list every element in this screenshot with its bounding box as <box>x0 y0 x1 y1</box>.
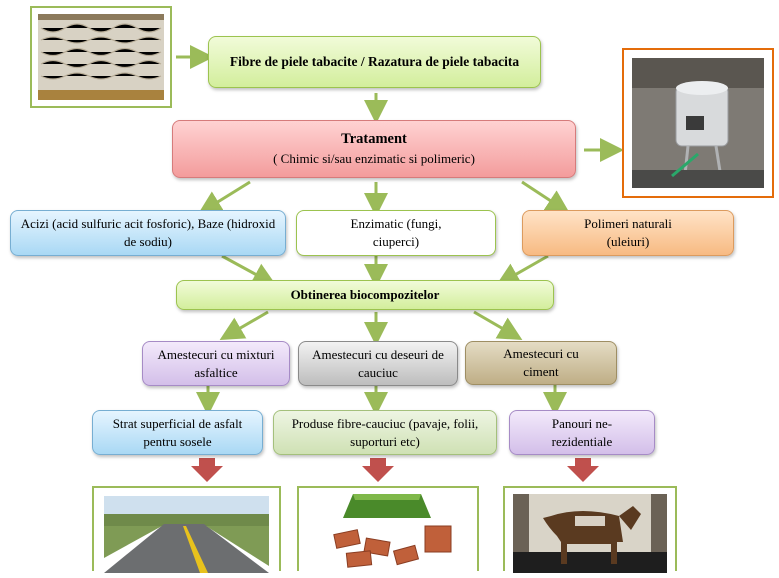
method-acids-bases: Acizi (acid sulfuric acit fosforic), Baz… <box>10 210 286 256</box>
arrow-treatment-to-acids <box>197 180 251 215</box>
arrow-acids-to-bio <box>221 254 277 286</box>
photo-road <box>92 486 281 573</box>
mixture-rubber-text: Amestecuri cu deseuri de cauciuc <box>312 346 444 380</box>
photo-rubber-pavers <box>297 486 479 573</box>
arrow-bio-to-asphalt <box>219 310 269 341</box>
mixture-asphalt: Amestecuri cu mixturi asfaltice <box>142 341 290 386</box>
method-natural-polymers: Polimeri naturali (uleiuri) <box>522 210 734 256</box>
road-image <box>104 496 269 573</box>
photo-treatment-equipment <box>622 48 774 198</box>
red-arrow-rubber <box>362 458 394 482</box>
arrow-polymers-to-bio <box>495 254 549 286</box>
product-asphalt-layer: Strat superficial de asfalt pentru sosel… <box>92 410 263 455</box>
source-title: Fibre de piele tabacite / Razatura de pi… <box>229 53 520 69</box>
leather-fibres-image <box>38 14 164 100</box>
treatment-subtitle: ( Chimic si/sau enzimatic si polimeric) <box>273 151 475 166</box>
arrow-bio-to-cement <box>473 310 523 341</box>
product-asphalt-layer-text: Strat superficial de asfalt pentru sosel… <box>112 415 243 449</box>
photo-leather-fibres <box>30 6 172 108</box>
arrow-treatment-to-polymers <box>521 180 571 214</box>
method-enzymatic: Enzimatic (fungi, ciuperci) <box>296 210 496 256</box>
method-enzymatic-text: Enzimatic (fungi, ciuperci) <box>350 216 442 249</box>
horse-stable-image <box>513 494 667 573</box>
equipment-image <box>632 58 764 188</box>
treatment-box: Tratament ( Chimic si/sau enzimatic si p… <box>172 120 576 178</box>
mixture-asphalt-text: Amestecuri cu mixturi asfaltice <box>157 346 275 380</box>
mixture-cement-text: Amestecuri cu ciment <box>503 346 579 379</box>
product-panels: Panouri ne-rezidentiale <box>509 410 655 455</box>
rubber-pavers-image <box>307 492 469 573</box>
mixture-rubber: Amestecuri cu deseuri de cauciuc <box>298 341 458 386</box>
source-box: Fibre de piele tabacite / Razatura de pi… <box>208 36 541 88</box>
mixture-cement: Amestecuri cu ciment <box>465 341 617 385</box>
biocomposites-title: Obtinerea biocompozitelor <box>290 287 440 303</box>
biocomposites-box: Obtinerea biocompozitelor <box>176 280 554 310</box>
red-arrow-panels <box>567 458 599 482</box>
treatment-title: Tratament <box>341 131 407 148</box>
method-acids-bases-text: Acizi (acid sulfuric acit fosforic), Baz… <box>20 216 276 249</box>
method-natural-polymers-text: Polimeri naturali (uleiuri) <box>584 216 672 249</box>
product-rubber-fibres: Produse fibre-cauciuc (pavaje, folii, su… <box>273 410 497 455</box>
product-panels-text: Panouri ne-rezidentiale <box>551 415 613 449</box>
red-arrow-road <box>191 458 223 482</box>
product-rubber-fibres-text: Produse fibre-cauciuc (pavaje, folii, su… <box>291 415 479 449</box>
photo-horse-stable <box>503 486 677 573</box>
